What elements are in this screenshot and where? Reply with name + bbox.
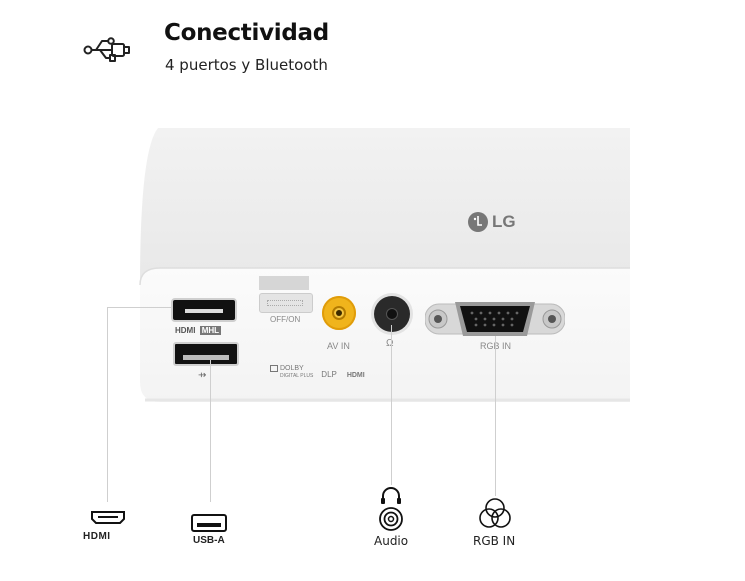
audio-jack	[374, 296, 410, 332]
hdmi-label: HDMI	[83, 531, 111, 542]
vga-port	[425, 302, 565, 336]
audio-label: Audio	[374, 534, 409, 548]
av-in-label: AV IN	[327, 341, 350, 351]
usb-port	[173, 342, 239, 366]
usb-callout-line	[210, 360, 211, 502]
switch-top	[259, 276, 309, 290]
rgb-callout-line	[495, 336, 496, 496]
usb-symbol-icon: ⇸	[198, 370, 207, 381]
hdmi-logo-small: HDMI	[346, 372, 365, 379]
lg-logo-icon	[468, 212, 488, 232]
page-title: Conectividad	[164, 20, 329, 46]
rgb-in-port-label: RGB IN	[473, 534, 516, 548]
switch-label: OFF/ON	[270, 315, 301, 324]
av-in-jack	[322, 296, 356, 330]
brand-logo: LG	[492, 212, 516, 231]
projector-image	[139, 128, 630, 402]
certification-logos: DOLBY DIGITAL PLUS DLP HDMI	[270, 365, 365, 380]
page-subtitle: 4 puertos y Bluetooth	[165, 56, 328, 74]
power-switch[interactable]	[259, 293, 313, 313]
dlp-logo: DLP	[321, 370, 337, 379]
usb-a-label: USB-A	[193, 535, 225, 546]
hdmi-icon	[91, 511, 125, 524]
hdmi-callout-line-horizontal	[107, 307, 171, 308]
headphone-jack-icon	[379, 487, 403, 531]
usb-a-icon	[191, 514, 227, 532]
audio-callout-line	[391, 325, 392, 485]
rgb-icon	[479, 498, 511, 528]
headphone-small-icon: Ω	[386, 338, 394, 349]
dolby-logo: DOLBY DIGITAL PLUS	[270, 365, 313, 380]
mhl-logo: MHL	[199, 326, 222, 335]
hdmi-port	[171, 298, 237, 322]
hdmi-callout-line	[107, 307, 108, 502]
hdmi-logo: HDMI MHL	[175, 326, 222, 335]
usb-plug-icon	[83, 37, 130, 62]
